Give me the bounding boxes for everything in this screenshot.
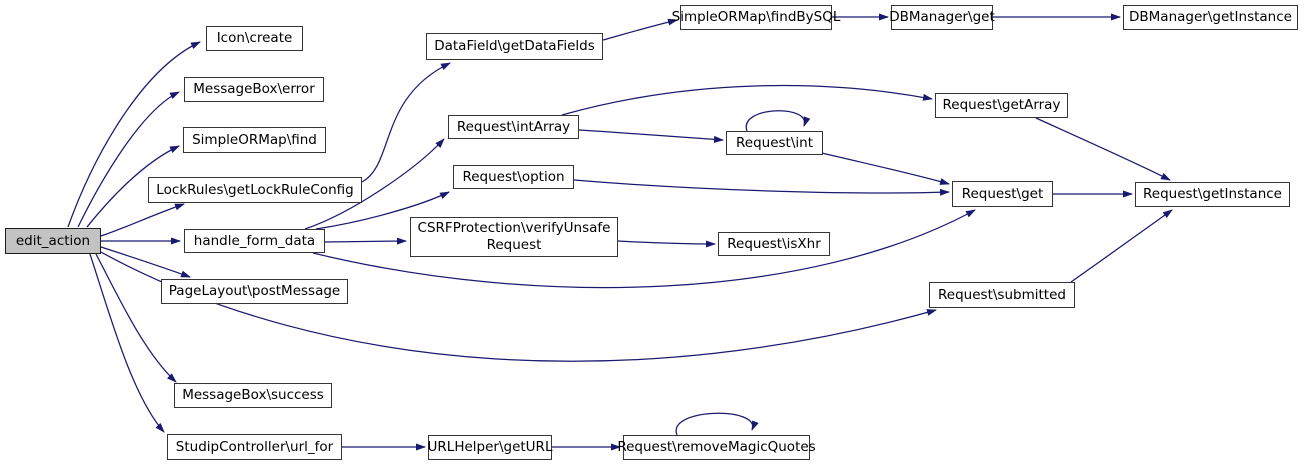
node-csrf-verifyunsaferequest[interactable]: CSRFProtection\verifyUnsafe Request [410, 217, 618, 257]
node-request-get[interactable]: Request\get [952, 181, 1053, 207]
node-icon-create[interactable]: Icon\create [206, 26, 303, 51]
edge-edit-action-to-studipcontroller-url-for [89, 253, 165, 433]
node-simpleormap-findbysql[interactable]: SimpleORMap\findBySQL [672, 5, 840, 30]
edge-request-intarray-to-request-getarray [561, 84, 933, 116]
edges-group [67, 13, 1173, 451]
node-request-getinstance[interactable]: Request\getInstance [1135, 182, 1290, 207]
node-request-getarray[interactable]: Request\getArray [935, 93, 1068, 118]
node-request-intarray[interactable]: Request\intArray [448, 115, 579, 139]
node-pagelayout-postmessage[interactable]: PageLayout\postMessage [161, 279, 348, 304]
edge-edit-action-to-icon-create [67, 41, 201, 228]
edge-request-int-self-loop [745, 110, 811, 132]
edge-request-getarray-to-request-getinstance [1035, 117, 1171, 181]
node-dbmanager-get[interactable]: DBManager\get [889, 5, 995, 30]
edge-edit-action-to-messagebox-error [77, 91, 180, 228]
node-edit-action[interactable]: edit_action [5, 228, 101, 254]
edge-handle-form-data-to-request-option [315, 191, 450, 230]
node-studipcontroller-url-for[interactable]: StudipController\url_for [167, 434, 342, 460]
edge-edit-action-to-lockrules-getlockruleconfig [100, 203, 185, 237]
node-messagebox-success[interactable]: MessageBox\success [174, 383, 332, 408]
node-lockrules-getlockruleconfig[interactable]: LockRules\getLockRuleConfig [148, 177, 362, 203]
edge-edit-action-to-pagelayout-postmessage [100, 246, 191, 278]
edge-datafield-getdatafields-to-simpleormap-findbysql [602, 18, 678, 41]
node-request-option[interactable]: Request\option [453, 165, 574, 189]
edge-edit-action-to-messagebox-success [95, 253, 177, 383]
edge-handle-form-data-to-request-intarray [304, 138, 445, 230]
edge-lockrules-getlockruleconfig-to-datafield-getdatafields [361, 62, 451, 183]
edge-request-intarray-to-request-int [578, 129, 724, 143]
node-simpleormap-find[interactable]: SimpleORMap\find [183, 127, 326, 153]
node-urlhelper-geturl[interactable]: URLHelper\getURL [428, 435, 552, 460]
edge-handle-form-data-to-csrf-verifyunsaferequest [324, 237, 407, 245]
node-dbmanager-getinstance[interactable]: DBManager\getInstance [1123, 5, 1298, 30]
node-request-int[interactable]: Request\int [726, 131, 823, 155]
edge-edit-action-to-simpleormap-find [86, 145, 180, 228]
edge-handle-form-data-to-request-get [312, 209, 976, 289]
edge-request-removemagicquotes-self-loop [675, 412, 759, 436]
edge-request-int-to-request-get [821, 152, 950, 185]
node-request-removemagicquotes[interactable]: Request\removeMagicQuotes [617, 435, 816, 460]
node-request-submitted[interactable]: Request\submitted [929, 282, 1075, 308]
edge-csrf-verifyunsaferequest-to-request-isxhr [617, 240, 716, 248]
edge-request-option-to-request-get [573, 179, 950, 196]
node-messagebox-error[interactable]: MessageBox\error [184, 77, 324, 102]
edge-request-submitted-to-request-getinstance [1070, 209, 1173, 283]
node-handle-form-data[interactable]: handle_form_data [184, 229, 325, 253]
node-datafield-getdatafields[interactable]: DataField\getDataFields [426, 33, 603, 60]
node-request-isxhr[interactable]: Request\isXhr [718, 232, 830, 256]
